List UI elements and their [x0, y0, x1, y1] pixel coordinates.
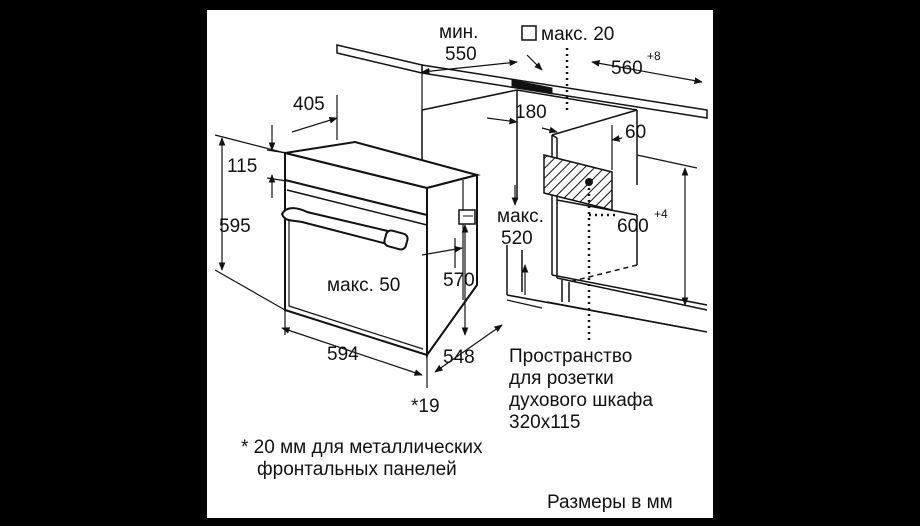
label-548: 548: [443, 347, 475, 368]
units-label: Размеры в мм: [547, 492, 673, 513]
label-max: макс.: [497, 206, 544, 227]
label-405: 405: [293, 94, 325, 115]
label-min: мин.: [439, 22, 478, 43]
diagram-panel: мин. 550 макс. 20 560 +8 405 180 60 115 …: [207, 10, 713, 518]
label-600: 600: [617, 216, 649, 237]
socket-line-3: духового шкафа: [509, 390, 653, 411]
label-560: 560: [611, 58, 643, 79]
footnote-line-1: * 20 мм для металлических: [241, 437, 483, 458]
label-19: *19: [411, 396, 440, 417]
label-550: 550: [445, 44, 477, 65]
socket-caption: Пространство для розетки духового шкафа …: [509, 346, 653, 433]
label-600-tolerance: +4: [654, 207, 668, 221]
footnote: * 20 мм для металлических фронтальных па…: [241, 437, 483, 480]
square-symbol: [521, 25, 537, 41]
label-60: 60: [625, 122, 646, 143]
socket-line-1: Пространство: [509, 346, 632, 367]
socket-line-4: 320x115: [509, 412, 581, 433]
label-115: 115: [227, 156, 257, 177]
dimension-labels: мин. 550 макс. 20 560 +8 405 180 60 115 …: [219, 22, 668, 417]
oven: [284, 140, 481, 359]
label-520: 520: [501, 228, 533, 249]
socket-space: [543, 154, 613, 211]
oven-door-handle: [280, 207, 409, 251]
footnote-line-2: фронтальных панелей: [257, 459, 457, 480]
label-max-20: макс. 20: [541, 24, 614, 45]
cabinet-niche: [421, 89, 708, 333]
label-560-tolerance: +8: [647, 49, 661, 63]
label-594: 594: [327, 344, 359, 365]
label-180: 180: [515, 102, 547, 123]
socket-leader: [565, 48, 617, 340]
label-max-50: макс. 50: [327, 275, 400, 296]
socket-line-2: для розетки: [509, 368, 614, 389]
oven-installation-drawing: мин. 550 макс. 20 560 +8 405 180 60 115 …: [214, 22, 708, 513]
label-570: 570: [443, 270, 475, 291]
dimension-lines: [214, 54, 703, 388]
label-595: 595: [219, 216, 251, 237]
